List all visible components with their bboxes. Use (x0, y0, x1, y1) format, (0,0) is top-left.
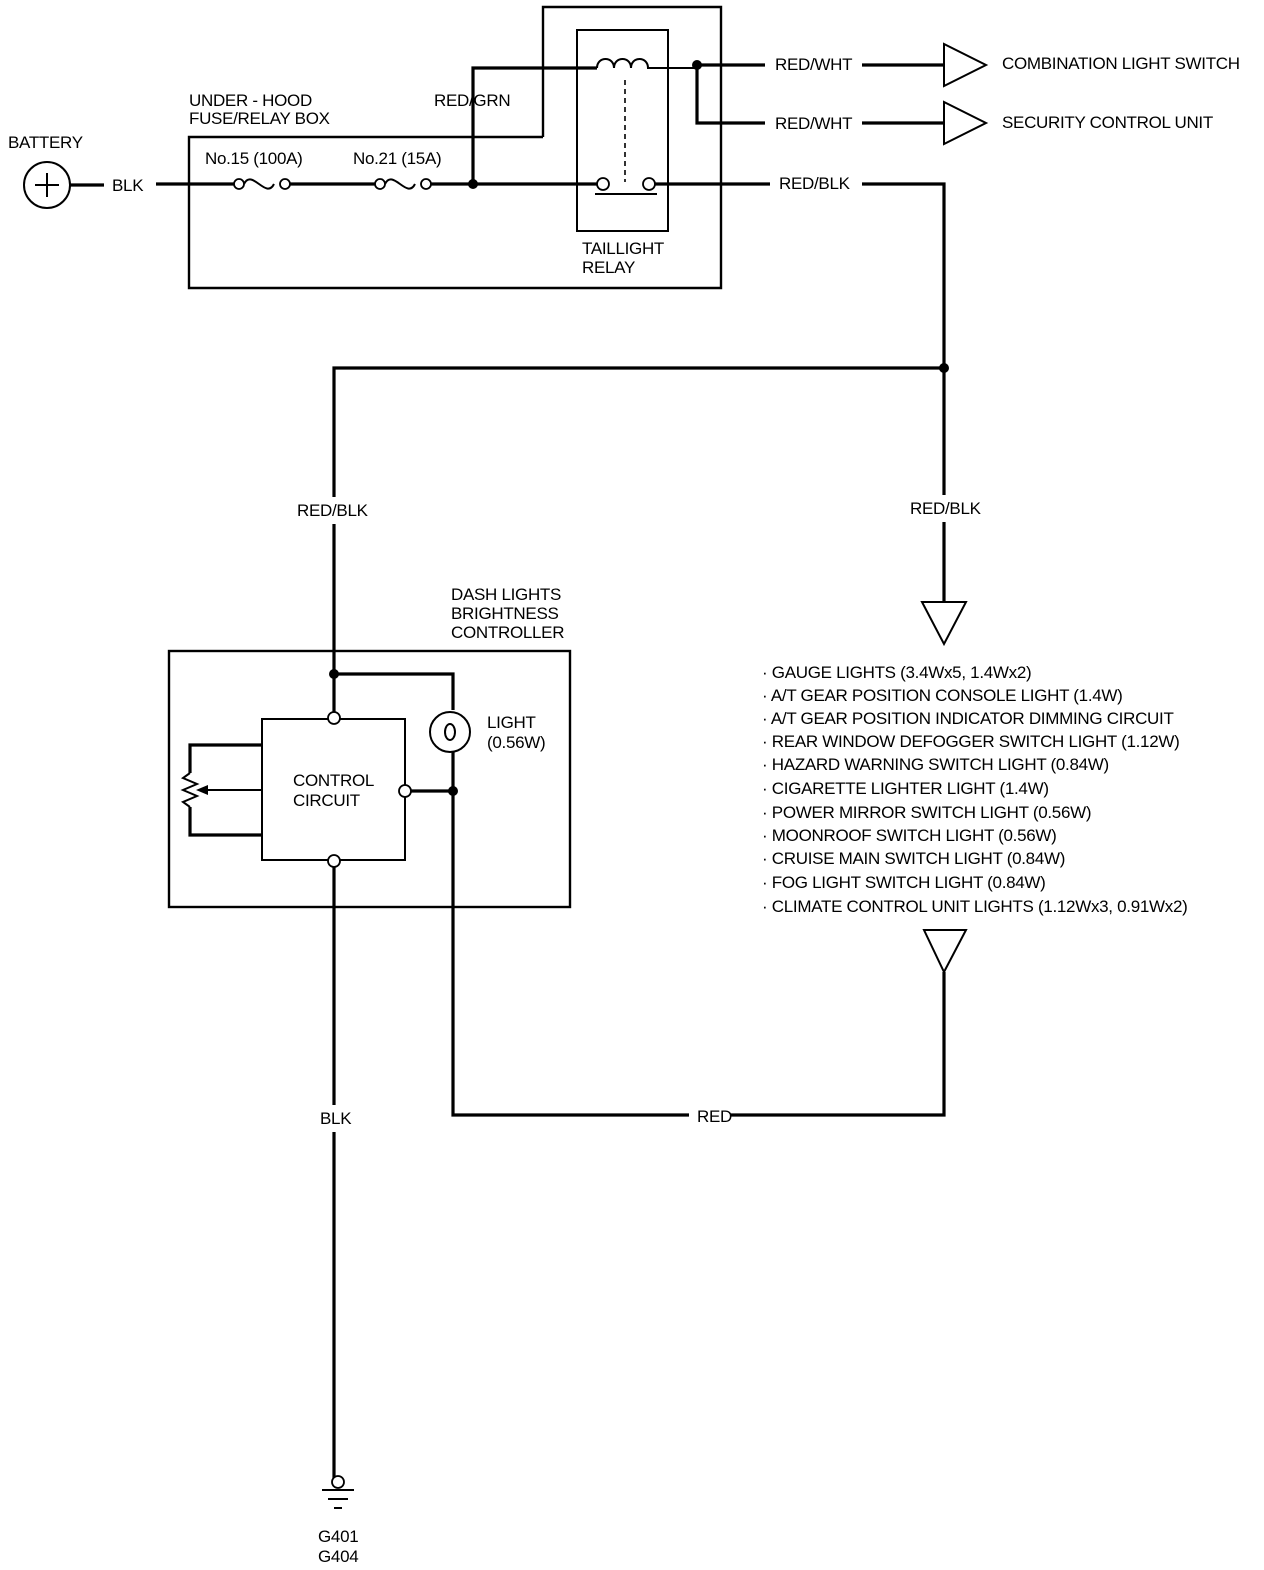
ground-label-g404: G404 (318, 1547, 358, 1566)
wire-label-red: RED (697, 1107, 732, 1126)
wire-label-blk-battery: BLK (112, 176, 144, 195)
arrow-loads-out (922, 929, 968, 975)
wire-label-red-wht-2: RED/WHT (775, 114, 852, 133)
load-item: · FOG LIGHT SWITCH LIGHT (0.84W) (762, 873, 1046, 892)
wire-label-red-grn: RED/GRN (434, 91, 510, 110)
red-grn-wire (471, 66, 597, 184)
arrow-security (943, 100, 989, 146)
fuse-21-label: No.21 (15A) (353, 149, 441, 168)
control-circuit-label-1: CONTROL (293, 771, 374, 790)
arrow-combination (943, 42, 989, 88)
fusebox-label-1: UNDER - HOOD (189, 91, 312, 110)
controller-label-2: BRIGHTNESS (451, 604, 559, 623)
fusebox-outline (187, 5, 723, 290)
relay-outline (576, 29, 669, 232)
ground-icon (322, 1475, 354, 1509)
potentiometer-symbol (180, 743, 262, 837)
terminal-right (398, 784, 412, 798)
battery-symbol (23, 161, 71, 209)
light-label-1: LIGHT (487, 713, 536, 732)
red-wire-return (730, 972, 946, 1117)
load-item: · MOONROOF SWITCH LIGHT (0.56W) (762, 826, 1057, 845)
arrow-loads-in (920, 601, 968, 647)
controller-label-3: CONTROLLER (451, 623, 564, 642)
splice-controller-right (448, 786, 458, 796)
load-item: · GAUGE LIGHTS (3.4Wx5, 1.4Wx2) (762, 663, 1031, 682)
terminal-bottom (327, 854, 341, 868)
dest-combination-light-switch: COMBINATION LIGHT SWITCH (1002, 54, 1240, 73)
fuse-21-symbol (374, 178, 432, 190)
red-wire-controller (451, 792, 689, 1117)
loads-list: · GAUGE LIGHTS (3.4Wx5, 1.4Wx2) · A/T GE… (762, 663, 1188, 916)
load-item: · POWER MIRROR SWITCH LIGHT (0.56W) (762, 803, 1091, 822)
load-item: · CLIMATE CONTROL UNIT LIGHTS (1.12Wx3, … (762, 897, 1188, 916)
dest-security-control-unit: SECURITY CONTROL UNIT (1002, 113, 1213, 132)
relay-contact-symbol (595, 177, 657, 195)
red-wht-wire-2 (695, 65, 765, 125)
wire-label-red-blk-right: RED/BLK (910, 499, 982, 518)
relay-label-1: TAILLIGHT (582, 239, 664, 258)
control-circuit-label-2: CIRCUIT (293, 791, 360, 810)
load-item: · HAZARD WARNING SWITCH LIGHT (0.84W) (762, 755, 1109, 774)
light-label-2: (0.56W) (487, 733, 545, 752)
ground-label-g401: G401 (318, 1527, 358, 1546)
wire-label-blk-ground: BLK (320, 1109, 352, 1128)
terminal-top (327, 711, 341, 725)
load-item: · CRUISE MAIN SWITCH LIGHT (0.84W) (762, 849, 1065, 868)
load-item: · A/T GEAR POSITION INDICATOR DIMMING CI… (762, 709, 1174, 728)
fusebox-label-2: FUSE/RELAY BOX (189, 109, 330, 128)
controller-outline (167, 649, 572, 909)
red-blk-wire-left (332, 366, 944, 497)
fuse-15-label: No.15 (100A) (205, 149, 303, 168)
bulb-icon (429, 711, 471, 753)
load-item: · REAR WINDOW DEFOGGER SWITCH LIGHT (1.1… (762, 732, 1179, 751)
wire-label-red-wht-1: RED/WHT (775, 55, 852, 74)
wire-label-red-blk-top: RED/BLK (779, 174, 851, 193)
fuse-15-symbol (233, 178, 291, 190)
load-item: · A/T GEAR POSITION CONSOLE LIGHT (1.4W) (762, 686, 1123, 705)
relay-coil-symbol (596, 58, 697, 182)
red-blk-wire-down (862, 182, 946, 368)
load-item: · CIGARETTE LIGHTER LIGHT (1.4W) (762, 779, 1049, 798)
battery-label: BATTERY (8, 133, 83, 152)
wire-label-red-blk-left: RED/BLK (297, 501, 369, 520)
light-feed-wire (334, 672, 455, 710)
controller-label-1: DASH LIGHTS (451, 585, 561, 604)
relay-label-2: RELAY (582, 258, 635, 277)
